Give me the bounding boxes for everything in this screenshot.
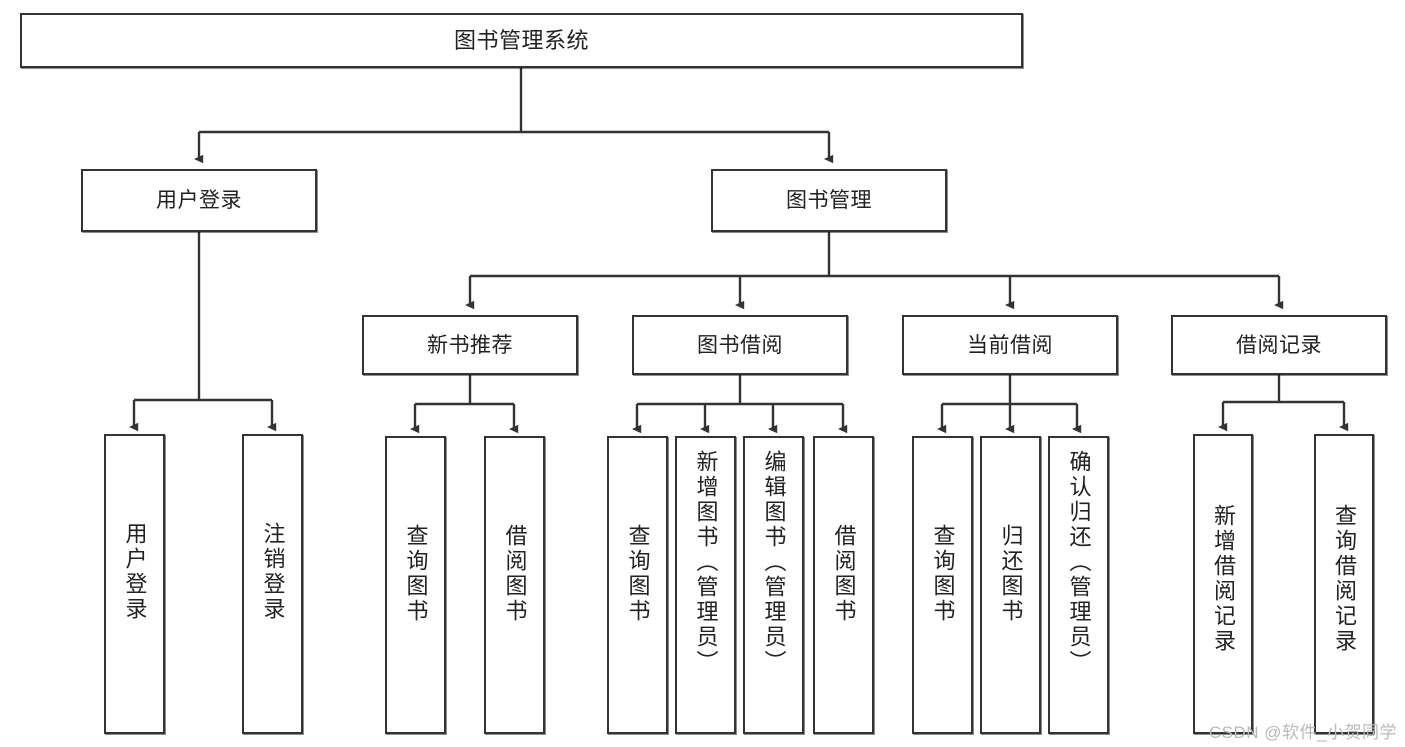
leaf-edit-book-admin-label: 编辑图书（管理员） [761,450,787,675]
leaf-query-book-recommend[interactable]: 查询图书 [385,436,446,734]
leaf-query-borrow-record[interactable]: 查询借阅记录 [1314,434,1374,734]
leaf-confirm-return-admin[interactable]: 确认归还（管理员） [1048,436,1109,734]
node-current-borrow-label: 当前借阅 [967,333,1053,357]
leaf-query-book-borrow-label: 查询图书 [625,524,651,624]
leaf-logout[interactable]: 注销登录 [242,434,303,734]
node-borrow-record-label: 借阅记录 [1236,333,1322,357]
node-book-borrow[interactable]: 图书借阅 [632,315,848,375]
leaf-add-book-admin[interactable]: 新增图书（管理员） [675,436,736,734]
leaf-borrow-book-recommend[interactable]: 借阅图书 [484,436,545,734]
leaf-borrow-book-label: 借阅图书 [831,524,857,624]
node-root[interactable]: 图书管理系统 [20,13,1023,68]
leaf-borrow-book[interactable]: 借阅图书 [813,436,874,734]
leaf-add-book-admin-label: 新增图书（管理员） [693,450,719,675]
leaf-return-book[interactable]: 归还图书 [980,436,1041,734]
watermark: CSDN @软件_小贺同学 [1208,723,1397,742]
leaf-query-book-borrow[interactable]: 查询图书 [607,436,668,734]
leaf-query-book-recommend-label: 查询图书 [403,524,429,624]
node-new-book-recommend[interactable]: 新书推荐 [362,315,578,375]
leaf-logout-label: 注销登录 [260,522,286,622]
leaf-edit-book-admin[interactable]: 编辑图书（管理员） [743,436,804,734]
leaf-borrow-book-recommend-label: 借阅图书 [502,524,528,624]
node-user-login[interactable]: 用户登录 [81,169,317,232]
node-user-login-label: 用户登录 [156,189,242,212]
leaf-query-book-current-label: 查询图书 [930,524,956,624]
leaf-add-borrow-record-label: 新增借阅记录 [1211,504,1236,654]
leaf-return-book-label: 归还图书 [998,524,1024,624]
node-book-borrow-label: 图书借阅 [697,333,783,357]
leaf-user-login[interactable]: 用户登录 [104,434,165,734]
leaf-add-borrow-record[interactable]: 新增借阅记录 [1193,434,1253,734]
leaf-query-book-current[interactable]: 查询图书 [912,436,973,734]
node-book-management[interactable]: 图书管理 [711,169,947,232]
leaf-user-login-label: 用户登录 [122,522,148,622]
leaf-query-borrow-record-label: 查询借阅记录 [1332,504,1357,654]
node-new-book-recommend-label: 新书推荐 [427,333,513,357]
node-root-label: 图书管理系统 [453,27,589,53]
node-current-borrow[interactable]: 当前借阅 [902,315,1118,375]
node-borrow-record[interactable]: 借阅记录 [1171,315,1387,375]
node-book-management-label: 图书管理 [786,189,872,212]
leaf-confirm-return-admin-label: 确认归还（管理员） [1066,450,1092,675]
